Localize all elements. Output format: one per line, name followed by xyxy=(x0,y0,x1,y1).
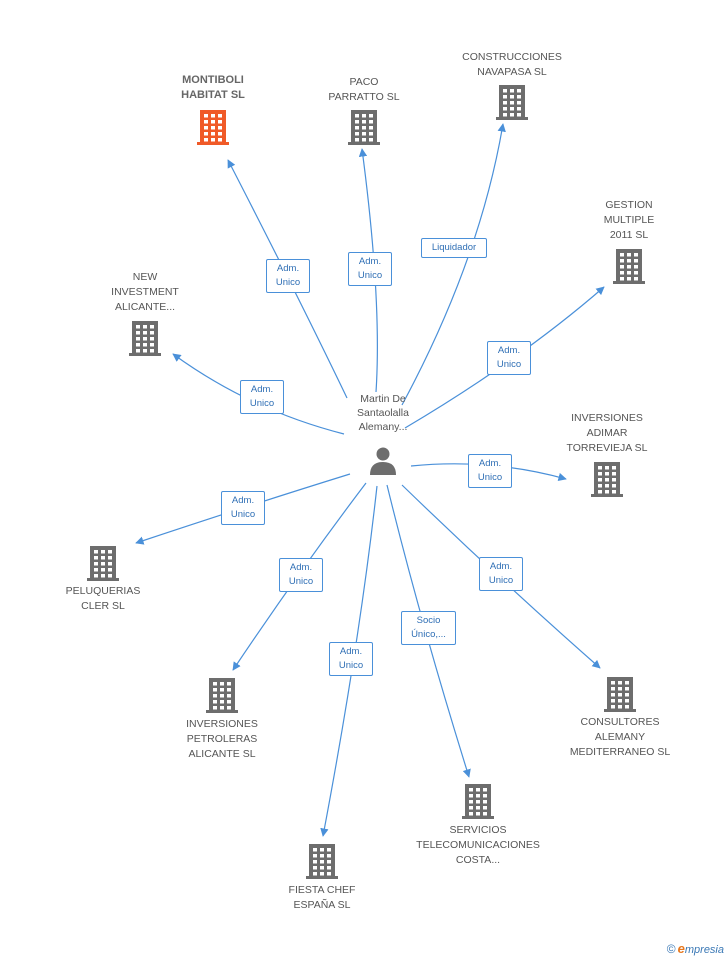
building-icon-navapasa[interactable] xyxy=(496,85,528,120)
building-icon-newinv[interactable] xyxy=(129,321,161,356)
role-badge-adimar[interactable]: Adm.Unico xyxy=(468,454,512,488)
building-icon-montiboli[interactable] xyxy=(197,110,229,145)
building-icon-cler[interactable] xyxy=(87,546,119,581)
role-badge-consultores[interactable]: Adm.Unico xyxy=(479,557,523,591)
role-badge-petroleras[interactable]: Adm.Unico xyxy=(279,558,323,592)
edge-navapasa xyxy=(401,123,506,406)
building-icon-adimar[interactable] xyxy=(591,462,623,497)
copyright-symbol: © xyxy=(666,942,676,956)
building-icon-consultores[interactable] xyxy=(604,677,636,712)
role-badge-navapasa[interactable]: Liquidador xyxy=(421,238,487,258)
building-icon-paco[interactable] xyxy=(348,110,380,145)
brand-footer: ©empresia xyxy=(667,941,724,956)
person-icon[interactable] xyxy=(370,447,396,476)
building-icon-gestion[interactable] xyxy=(613,249,645,284)
building-icon-fiesta[interactable] xyxy=(306,844,338,879)
brand-logo-text: mpresia xyxy=(684,944,724,956)
role-badge-gestion[interactable]: Adm.Unico xyxy=(487,341,531,375)
role-badge-paco[interactable]: Adm.Unico xyxy=(348,252,392,286)
role-badge-montiboli[interactable]: Adm.Unico xyxy=(266,259,310,293)
building-icon-servicios[interactable] xyxy=(462,784,494,819)
role-badge-fiesta[interactable]: Adm.Unico xyxy=(329,642,373,676)
brand-logo-e: e xyxy=(677,941,685,956)
building-icon-petroleras[interactable] xyxy=(206,678,238,713)
role-badge-cler[interactable]: Adm.Unico xyxy=(221,491,265,525)
role-badge-newinv[interactable]: Adm.Unico xyxy=(240,380,284,414)
